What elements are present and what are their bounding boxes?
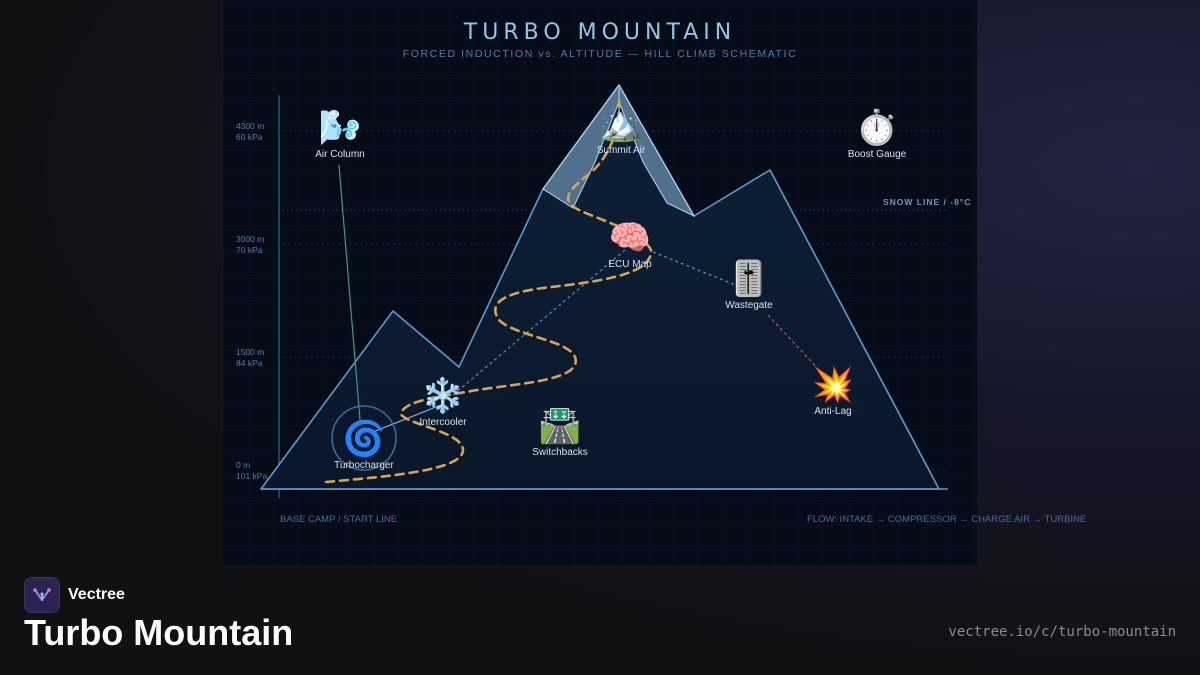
base-camp-label: BASE CAMP / START LINE [280, 514, 398, 525]
node-ecu-map[interactable]: 🧠 ECU Map [575, 218, 685, 271]
page-title: Turbo Mountain [24, 612, 294, 653]
motorway-icon: 🛣️ [538, 407, 582, 445]
snow-mountain-icon: 🏔️ [599, 105, 643, 143]
air-column-link [338, 164, 361, 421]
pressure-value: 60 kPa [236, 132, 263, 142]
altitude-value: 4300 m [236, 121, 265, 131]
node-wastegate[interactable]: 🎚️ Wastegate [694, 259, 804, 312]
node-label: Intercooler [419, 417, 467, 428]
brain-icon: 🧠 [608, 219, 652, 257]
node-intercooler[interactable]: ❄️ Intercooler [388, 376, 498, 429]
flow-legend: FLOW: INTAKE → COMPRESSOR → CHARGE AIR →… [807, 514, 1087, 525]
wind-face-icon: 🌬️ [318, 109, 362, 147]
wastegate-antilag-link [767, 314, 822, 373]
snow-line-label: SNOW LINE / -8°C [883, 197, 972, 207]
node-label: Boost Gauge [847, 149, 907, 160]
pressure-value: 84 kPa [236, 358, 263, 368]
diagram-subtitle: FORCED INDUCTION vs. ALTITUDE — HILL CLI… [402, 48, 798, 60]
altitude-marker-1500: 1500 m 84 kPa [236, 347, 296, 369]
node-boost-gauge[interactable]: ⏱️ Boost Gauge [822, 108, 932, 161]
turbocharger-ring [331, 405, 397, 471]
node-label: Air Column [315, 149, 365, 160]
level-slider-icon: 🎚️ [727, 260, 771, 298]
node-label: Summit Air [596, 145, 646, 156]
diagram-panel: TURBO MOUNTAIN FORCED INDUCTION vs. ALTI… [223, 0, 1086, 565]
collision-icon: 💥 [811, 366, 855, 404]
node-label: Switchbacks [532, 447, 588, 458]
pressure-value: 70 kPa [236, 245, 263, 255]
brand-name: Vectree [68, 586, 125, 603]
altitude-marker-4300: 4300 m 60 kPa [236, 121, 296, 143]
node-turbocharger[interactable]: 🌀 Turbocharger [309, 419, 419, 472]
altitude-value: 3000 m [236, 234, 265, 244]
intercooler-ecu-link [452, 249, 626, 396]
diagram-title: TURBO MOUNTAIN [463, 20, 737, 45]
node-label: Anti-Lag [814, 406, 852, 417]
page-url[interactable]: vectree.io/c/turbo-mountain [948, 624, 1176, 640]
node-air-column[interactable]: 🌬️ Air Column [285, 108, 395, 161]
altitude-value: 1500 m [236, 347, 265, 357]
stopwatch-icon: ⏱️ [855, 109, 899, 147]
altitude-marker-0: 0 m 101 kPa [236, 460, 296, 482]
node-label: ECU Map [608, 259, 652, 270]
node-summit-air[interactable]: 🏔️ Summit Air [566, 104, 676, 157]
brand[interactable]: Vectree [24, 577, 125, 613]
hill-climb-route [324, 98, 653, 484]
node-label: Wastegate [725, 300, 773, 311]
snow-cap [542, 84, 696, 218]
snowflake-icon: ❄️ [421, 377, 465, 415]
vectree-logo-icon [24, 577, 60, 613]
pressure-value: 101 kPa [236, 471, 268, 481]
node-anti-lag[interactable]: 💥 Anti-Lag [778, 365, 888, 418]
node-label: Turbocharger [334, 460, 394, 471]
altitude-value: 0 m [236, 460, 251, 470]
cyclone-icon: 🌀 [342, 420, 386, 458]
node-switchbacks[interactable]: 🛣️ Switchbacks [505, 406, 615, 459]
diagram-canvas [223, 0, 977, 565]
altitude-marker-3000: 3000 m 70 kPa [236, 234, 296, 256]
